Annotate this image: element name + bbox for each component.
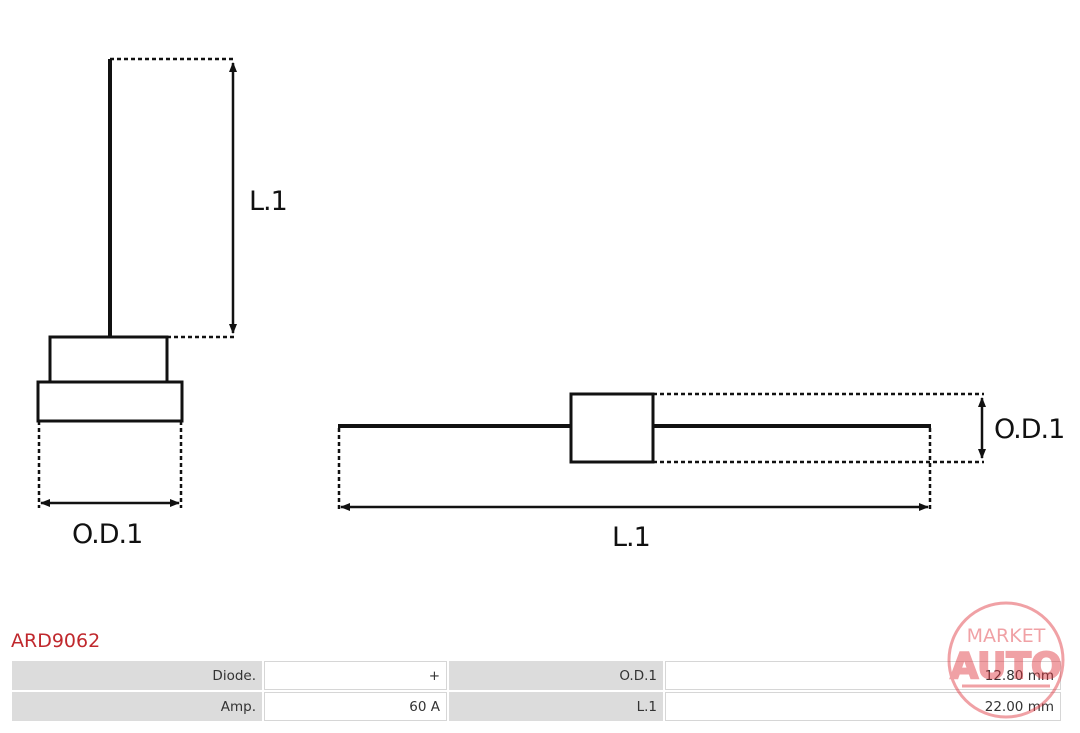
table-row: Amp. 60 A L.1 22.00 mm <box>12 692 1061 721</box>
vertical-view <box>36 57 237 508</box>
technical-drawing: L.1 O.D.1 O.D.1 L.1 <box>36 57 1065 553</box>
spec-label: Diode. <box>12 661 262 690</box>
spec-value: 12.80 mm <box>665 661 1061 690</box>
horizontal-view <box>337 392 986 511</box>
vertical-upper-body <box>48 335 169 384</box>
vertical-length-label: L.1 <box>249 186 287 217</box>
spec-label: Amp. <box>12 692 262 721</box>
spec-label: O.D.1 <box>449 661 663 690</box>
part-number: ARD9062 <box>11 630 101 652</box>
svg-text:MARKET: MARKET <box>967 625 1046 647</box>
vertical-diameter-label: O.D.1 <box>72 519 142 550</box>
horizontal-length-label: L.1 <box>612 522 650 553</box>
table-row: Diode. + O.D.1 12.80 mm <box>12 661 1061 690</box>
horizontal-body <box>569 392 655 464</box>
spec-value: + <box>264 661 447 690</box>
spec-value: 60 A <box>264 692 447 721</box>
specifications-table: Diode. + O.D.1 12.80 mm Amp. 60 A L.1 22… <box>10 659 1063 723</box>
spec-value: 22.00 mm <box>665 692 1061 721</box>
horizontal-diameter-label: O.D.1 <box>994 414 1064 445</box>
vertical-base <box>36 380 184 423</box>
spec-label: L.1 <box>449 692 663 721</box>
